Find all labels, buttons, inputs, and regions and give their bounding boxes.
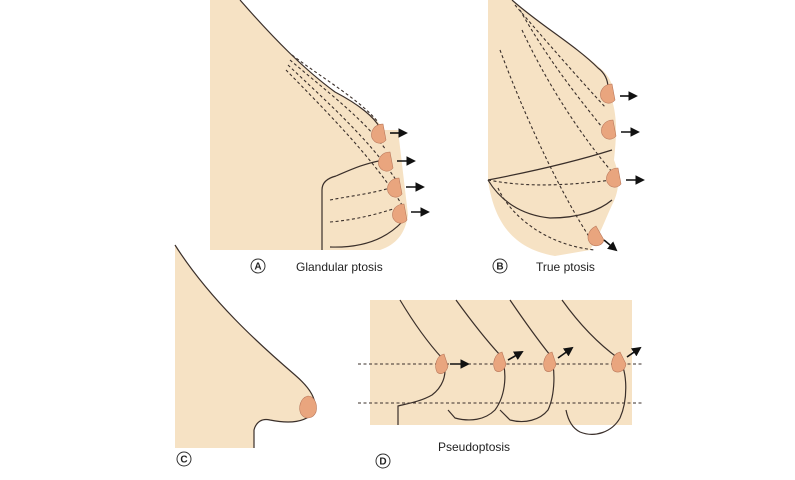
panel-d-profile-4 — [561, 299, 627, 435]
panel-a-label-badge: A — [250, 258, 266, 274]
panel-c-letter: C — [180, 455, 187, 466]
panel-b-areola-4 — [587, 225, 605, 247]
panel-b-areola-1 — [600, 83, 616, 104]
panel-b-contour-2 — [519, 9, 607, 133]
panel-b-areola-2 — [601, 119, 617, 140]
panel-b-caption: True ptosis — [536, 260, 595, 274]
panel-b-lower-dash — [487, 179, 613, 186]
panel-b-areola-3 — [606, 167, 622, 188]
panel-a-outline — [239, 0, 381, 129]
panel-d-letter: D — [379, 457, 386, 468]
panel-d-areola-4 — [611, 351, 627, 373]
panel-a-letter: A — [254, 262, 261, 273]
panel-d-profile-3 — [499, 299, 555, 423]
panel-d-arrow-4 — [626, 346, 642, 358]
panel-d-profile-2 — [447, 299, 506, 421]
panel-c-label-badge: C — [176, 451, 192, 467]
panel-b-arrow-4 — [603, 239, 618, 252]
panel-a: A Glandular ptosis — [210, 0, 430, 274]
panel-d-areola-3 — [543, 351, 557, 372]
panel-a-contour-4 — [285, 69, 403, 206]
panel-d-areola-1 — [435, 353, 449, 374]
panel-d-arrow-2 — [507, 351, 524, 361]
panel-a-areola-4 — [392, 203, 408, 224]
panel-b-contour-3 — [521, 29, 613, 173]
panel-b-torso — [488, 0, 619, 256]
panel-a-areola-1 — [371, 123, 387, 144]
panel-c: C — [174, 244, 317, 467]
panel-a-contour-1 — [291, 54, 379, 123]
panel-a-lower-2 — [329, 207, 397, 223]
panel-c-areola — [299, 395, 317, 419]
panel-b-letter: B — [496, 262, 503, 273]
panel-a-contour-3 — [287, 64, 397, 181]
panel-d-arrow-3 — [557, 346, 574, 359]
panel-b-lower-outline — [487, 149, 613, 219]
panel-b-outline — [511, 0, 609, 89]
panel-d: D Pseudoptosis — [358, 299, 642, 469]
panel-d-caption: Pseudoptosis — [438, 440, 510, 454]
panel-c-torso — [175, 245, 316, 448]
panel-a-lower-3 — [329, 221, 403, 248]
panel-a-chest-line — [321, 175, 337, 250]
panel-a-caption: Glandular ptosis — [296, 260, 383, 274]
panel-b: B True ptosis — [487, 0, 645, 274]
panel-b-label-badge: B — [492, 258, 508, 274]
panel-a-lower-1 — [329, 187, 391, 201]
panel-a-torso — [210, 0, 408, 250]
panel-d-label-badge: D — [375, 453, 391, 469]
panel-b-contour-1 — [514, 4, 607, 109]
panel-a-areola-2 — [378, 151, 394, 172]
panel-d-areola-2 — [493, 351, 507, 372]
panel-a-areola-3 — [387, 177, 403, 198]
